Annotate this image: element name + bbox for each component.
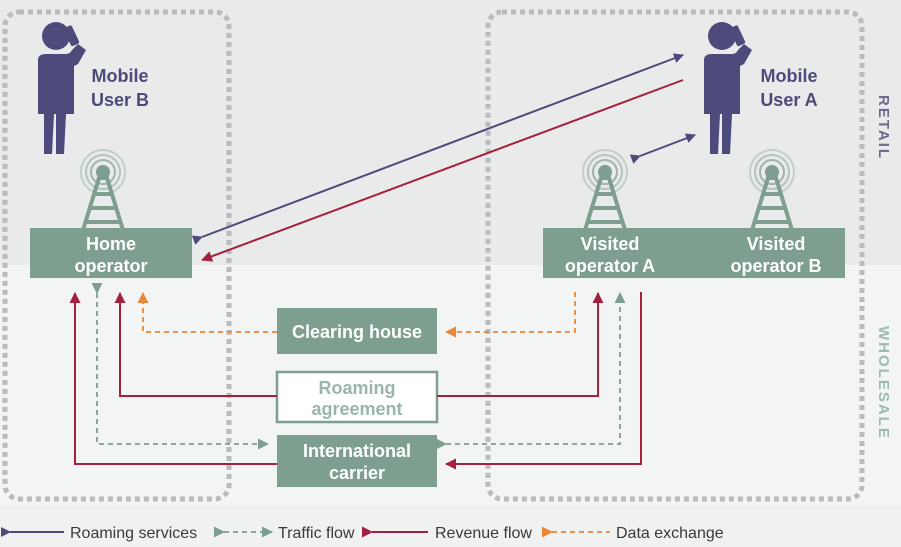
visited-operator-b-line2: operator B [730, 256, 821, 276]
person-a-icon [704, 22, 752, 154]
home-region-border [2, 9, 232, 502]
clearing-house-label: Clearing house [292, 322, 422, 342]
roaming-service-arrow-visited [629, 133, 696, 164]
legend: Roaming services Traffic flow Revenue fl… [1, 525, 724, 542]
home-operator-line1: Home [86, 234, 136, 254]
visited-region-border [485, 9, 865, 502]
user-b-line1: Mobile [92, 66, 149, 86]
user-b-line2: User B [91, 90, 149, 110]
international-carrier-box [277, 435, 437, 487]
roaming-agreement-line1: Roaming [318, 378, 395, 398]
revenue-visited-to-carrier [445, 292, 642, 470]
traffic-home-to-carrier [91, 283, 269, 450]
legend-area [0, 505, 901, 547]
legend-traffic-label: Traffic flow [278, 525, 355, 542]
home-operator-box [30, 228, 192, 278]
roaming-agreement-line2: agreement [311, 399, 402, 419]
revenue-carrier-to-home [69, 292, 277, 465]
retail-zone [0, 0, 901, 265]
wholesale-label: WHOLESALE [875, 326, 892, 440]
person-b-icon [38, 22, 86, 154]
international-carrier-line2: carrier [329, 463, 385, 483]
visited-operator-a-line1: Visited [581, 234, 640, 254]
legend-revenue-label: Revenue flow [435, 525, 532, 542]
roaming-agreement-box [275, 370, 439, 424]
wholesale-zone [0, 265, 901, 505]
clearing-house-box [277, 308, 437, 354]
legend-data-label: Data exchange [616, 525, 724, 542]
legend-roaming-label: Roaming services [70, 525, 197, 542]
roaming-service-arrow-to-user-a [191, 53, 684, 245]
user-a-line1: Mobile [761, 66, 818, 86]
revenue-arrow-to-home [201, 79, 684, 262]
international-carrier-line1: International [303, 441, 411, 461]
retail-label: RETAIL [875, 95, 892, 160]
visited-operator-a-line2: operator A [565, 256, 655, 276]
user-a-line2: User A [760, 90, 817, 110]
visited-operator-b-line1: Visited [747, 234, 806, 254]
traffic-carrier-to-visited [436, 292, 626, 450]
home-operator-line2: operator [74, 256, 147, 276]
